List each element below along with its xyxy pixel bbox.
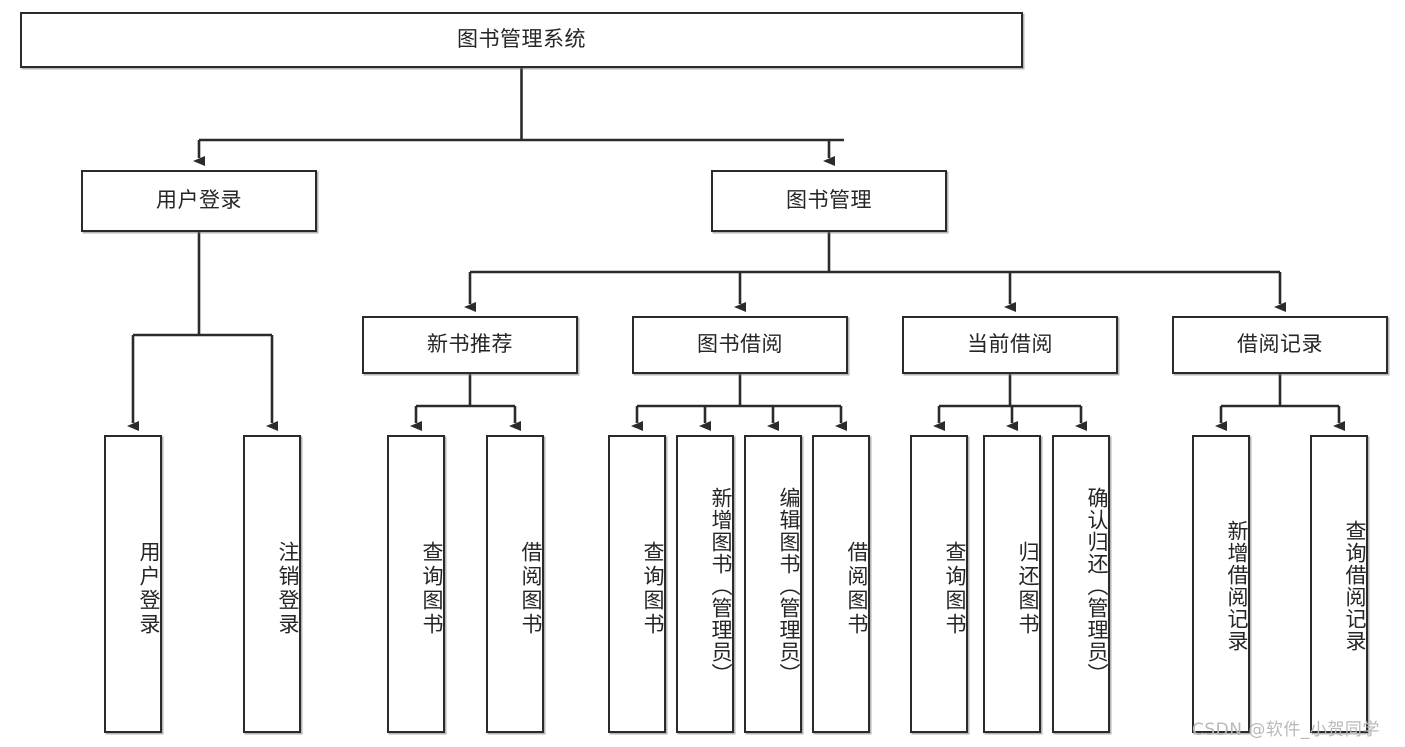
node-label: 图书管理 — [786, 188, 872, 213]
node-book-manage[interactable]: 图书管理 — [711, 170, 947, 232]
node-label: 注销登录 — [276, 540, 300, 637]
node-book-borrow[interactable]: 图书借阅 — [632, 316, 848, 374]
node-label: 用户登录 — [137, 540, 161, 637]
node-leaf-query-borrow-record[interactable]: 查询借阅记录 — [1310, 435, 1368, 733]
node-label: 新书推荐 — [427, 332, 513, 357]
node-label: 查询图书 — [420, 540, 444, 637]
node-label: 借阅图书 — [845, 540, 869, 637]
csdn-watermark: CSDN @软件_小贺同学 — [1192, 720, 1380, 740]
node-label: 借阅记录 — [1237, 332, 1323, 357]
node-leaf-query-book-2[interactable]: 查询图书 — [608, 435, 666, 733]
node-leaf-query-book-1[interactable]: 查询图书 — [387, 435, 445, 733]
node-label: 归还图书 — [1016, 540, 1040, 637]
node-leaf-borrow-book-1[interactable]: 借阅图书 — [486, 435, 544, 733]
node-new-book-recommend[interactable]: 新书推荐 — [362, 316, 578, 374]
node-label: 查询借阅记录 — [1343, 520, 1367, 652]
node-user-login[interactable]: 用户登录 — [81, 170, 317, 232]
node-book-management-system[interactable]: 图书管理系统 — [20, 12, 1023, 68]
node-leaf-confirm-return-admin[interactable]: 确认归还（管理员） — [1052, 435, 1110, 733]
node-label: 查询图书 — [641, 540, 665, 637]
node-current-borrow[interactable]: 当前借阅 — [902, 316, 1118, 374]
node-leaf-borrow-book-2[interactable]: 借阅图书 — [812, 435, 870, 733]
node-leaf-edit-book-admin[interactable]: 编辑图书（管理员） — [744, 435, 802, 733]
node-label: 借阅图书 — [519, 540, 543, 637]
node-leaf-query-book-3[interactable]: 查询图书 — [910, 435, 968, 733]
node-leaf-logout-login[interactable]: 注销登录 — [243, 435, 301, 733]
node-label: 图书借阅 — [697, 332, 783, 357]
node-label: 编辑图书（管理员） — [777, 487, 801, 685]
node-leaf-add-borrow-record[interactable]: 新增借阅记录 — [1192, 435, 1250, 733]
node-label: 图书管理系统 — [457, 27, 586, 52]
node-leaf-add-book-admin[interactable]: 新增图书（管理员） — [676, 435, 734, 733]
node-label: 新增借阅记录 — [1225, 520, 1249, 652]
node-label: 新增图书（管理员） — [709, 487, 733, 685]
node-label: 当前借阅 — [967, 332, 1053, 357]
node-label: 确认归还（管理员） — [1085, 487, 1109, 685]
node-leaf-user-login[interactable]: 用户登录 — [104, 435, 162, 733]
node-borrow-record[interactable]: 借阅记录 — [1172, 316, 1388, 374]
node-leaf-return-book[interactable]: 归还图书 — [983, 435, 1041, 733]
node-label: 用户登录 — [156, 188, 242, 213]
node-label: 查询图书 — [943, 540, 967, 637]
